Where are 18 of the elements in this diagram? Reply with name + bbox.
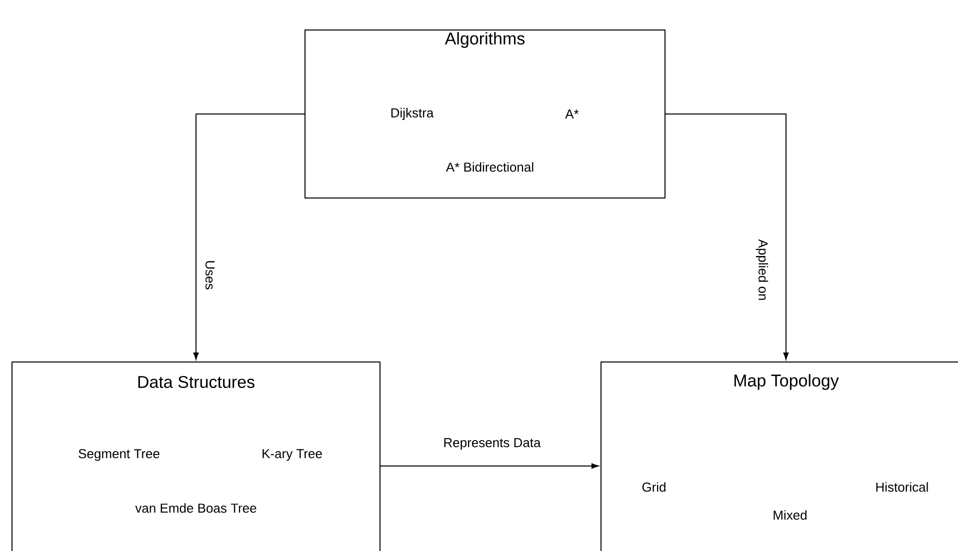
item-label: Segment Tree [78,449,160,461]
item-label: Historical [876,482,928,492]
item-label: A* [565,110,579,118]
edge-label: Applied on [754,238,770,302]
item-label: Dijkstra [391,108,434,120]
edge-label: Represents Data [442,437,542,451]
box-title: Algorithms [444,32,525,48]
item-label: K-ary Tree [262,449,322,461]
item-label: Grid [642,482,666,492]
item-label: A* Bidirectional [446,162,534,172]
arrow [665,114,789,360]
item-label: Mixed [774,510,806,520]
edge-label: Uses [204,259,216,291]
box-title: Data Structures [138,376,254,388]
arrow [380,463,599,469]
box-title: Map Topology [734,374,839,390]
item-label: van Emde Boas Tree [135,503,256,513]
arrow [193,114,305,360]
